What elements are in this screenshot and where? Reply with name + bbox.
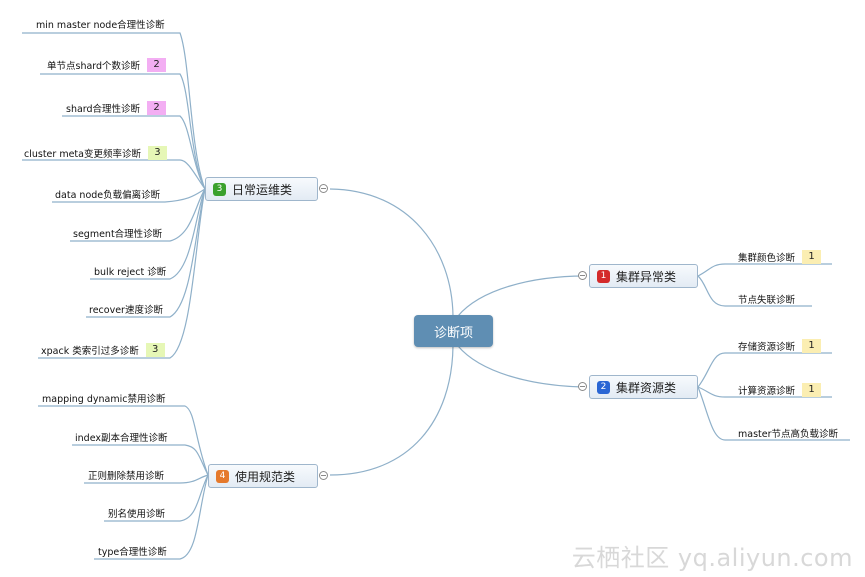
branch-anomaly-label: 集群异常类 — [616, 269, 677, 284]
priority-1-icon: 1 — [597, 269, 610, 283]
priority-badge: 3 — [145, 342, 165, 357]
priority-2-icon: 2 — [597, 380, 610, 394]
branch-resource[interactable]: 2 集群资源类 — [589, 375, 698, 399]
edge-root-daily — [329, 188, 454, 317]
priority-badge: 2 — [147, 57, 167, 72]
leaf-label: 计算资源诊断 — [738, 385, 796, 397]
leaf-daily-4[interactable]: data node负载偏离诊断 — [55, 186, 160, 201]
priority-badge: 1 — [802, 338, 822, 353]
root-label: 诊断项 — [433, 325, 473, 341]
branch-resource-label: 集群资源类 — [616, 380, 677, 395]
leaf-usage-2[interactable]: 正则删除禁用诊断 — [88, 467, 164, 482]
leaf-label: 节点失联诊断 — [738, 294, 796, 306]
leaf-label: segment合理性诊断 — [73, 228, 163, 240]
leaf-label: data node负载偏离诊断 — [55, 189, 161, 201]
leaf-label: cluster meta变更频率诊断 — [24, 148, 141, 160]
leaf-label: 别名使用诊断 — [108, 508, 166, 520]
priority-4-icon: 4 — [216, 469, 229, 483]
leaf-label: 存储资源诊断 — [738, 341, 796, 353]
leaf-label: 集群颜色诊断 — [738, 252, 796, 264]
leaf-usage-4[interactable]: type合理性诊断 — [98, 543, 167, 558]
root-node[interactable]: 诊断项 — [414, 315, 493, 347]
branch-anomaly[interactable]: 1 集群异常类 — [589, 264, 698, 288]
collapse-anomaly-icon[interactable] — [578, 271, 587, 280]
edge-root-usage — [329, 345, 454, 476]
leaf-daily-3[interactable]: cluster meta变更频率诊断 3 — [24, 145, 167, 160]
leaf-label: recover速度诊断 — [89, 304, 163, 316]
leaf-label: 单节点shard个数诊断 — [47, 60, 141, 72]
leaf-label: xpack 类索引过多诊断 — [41, 345, 139, 357]
leaf-resource-0[interactable]: 存储资源诊断 1 — [738, 338, 822, 353]
leaf-anomaly-1[interactable]: 节点失联诊断 — [738, 291, 795, 306]
edge-root-anomaly — [457, 275, 586, 317]
leaf-label: mapping dynamic禁用诊断 — [42, 393, 166, 405]
leaf-label: shard合理性诊断 — [66, 103, 141, 115]
leaf-label: index副本合理性诊断 — [75, 432, 168, 444]
branch-daily-label: 日常运维类 — [232, 182, 293, 197]
leaf-label: 正则删除禁用诊断 — [88, 470, 165, 482]
leaf-daily-7[interactable]: recover速度诊断 — [89, 301, 163, 316]
watermark: 云栖社区 yq.aliyun.com — [571, 544, 853, 572]
leaf-label: type合理性诊断 — [98, 546, 167, 558]
leaf-label: min master node合理性诊断 — [36, 19, 165, 31]
collapse-usage-icon[interactable] — [319, 471, 328, 480]
leaf-usage-1[interactable]: index副本合理性诊断 — [75, 429, 168, 444]
leaf-daily-0[interactable]: min master node合理性诊断 — [36, 16, 165, 31]
edge-root-resource — [457, 345, 586, 388]
leaf-daily-6[interactable]: bulk reject 诊断 — [94, 263, 166, 278]
leaf-label: bulk reject 诊断 — [94, 266, 167, 278]
priority-badge: 2 — [147, 100, 167, 115]
branch-usage[interactable]: 4 使用规范类 — [208, 464, 318, 488]
branch-usage-label: 使用规范类 — [235, 469, 296, 484]
branch-daily-ops[interactable]: 3 日常运维类 — [205, 177, 318, 201]
collapse-resource-icon[interactable] — [578, 382, 587, 391]
leaf-daily-8[interactable]: xpack 类索引过多诊断 3 — [41, 342, 165, 357]
leaf-resource-1[interactable]: 计算资源诊断 1 — [738, 382, 822, 397]
priority-badge: 1 — [802, 382, 822, 397]
leaf-usage-0[interactable]: mapping dynamic禁用诊断 — [42, 390, 165, 405]
leaf-daily-1[interactable]: 单节点shard个数诊断 2 — [47, 57, 167, 72]
priority-badge: 3 — [147, 145, 167, 160]
leaf-anomaly-0[interactable]: 集群颜色诊断 1 — [738, 249, 822, 264]
priority-badge: 1 — [802, 249, 822, 264]
leaf-label: master节点高负载诊断 — [738, 428, 839, 440]
leaf-daily-2[interactable]: shard合理性诊断 2 — [66, 100, 167, 115]
collapse-daily-icon[interactable] — [319, 184, 328, 193]
leaf-daily-5[interactable]: segment合理性诊断 — [73, 225, 162, 240]
leaf-resource-2[interactable]: master节点高负载诊断 — [738, 425, 838, 440]
leaf-usage-3[interactable]: 别名使用诊断 — [108, 505, 165, 520]
priority-3-icon: 3 — [213, 182, 226, 196]
